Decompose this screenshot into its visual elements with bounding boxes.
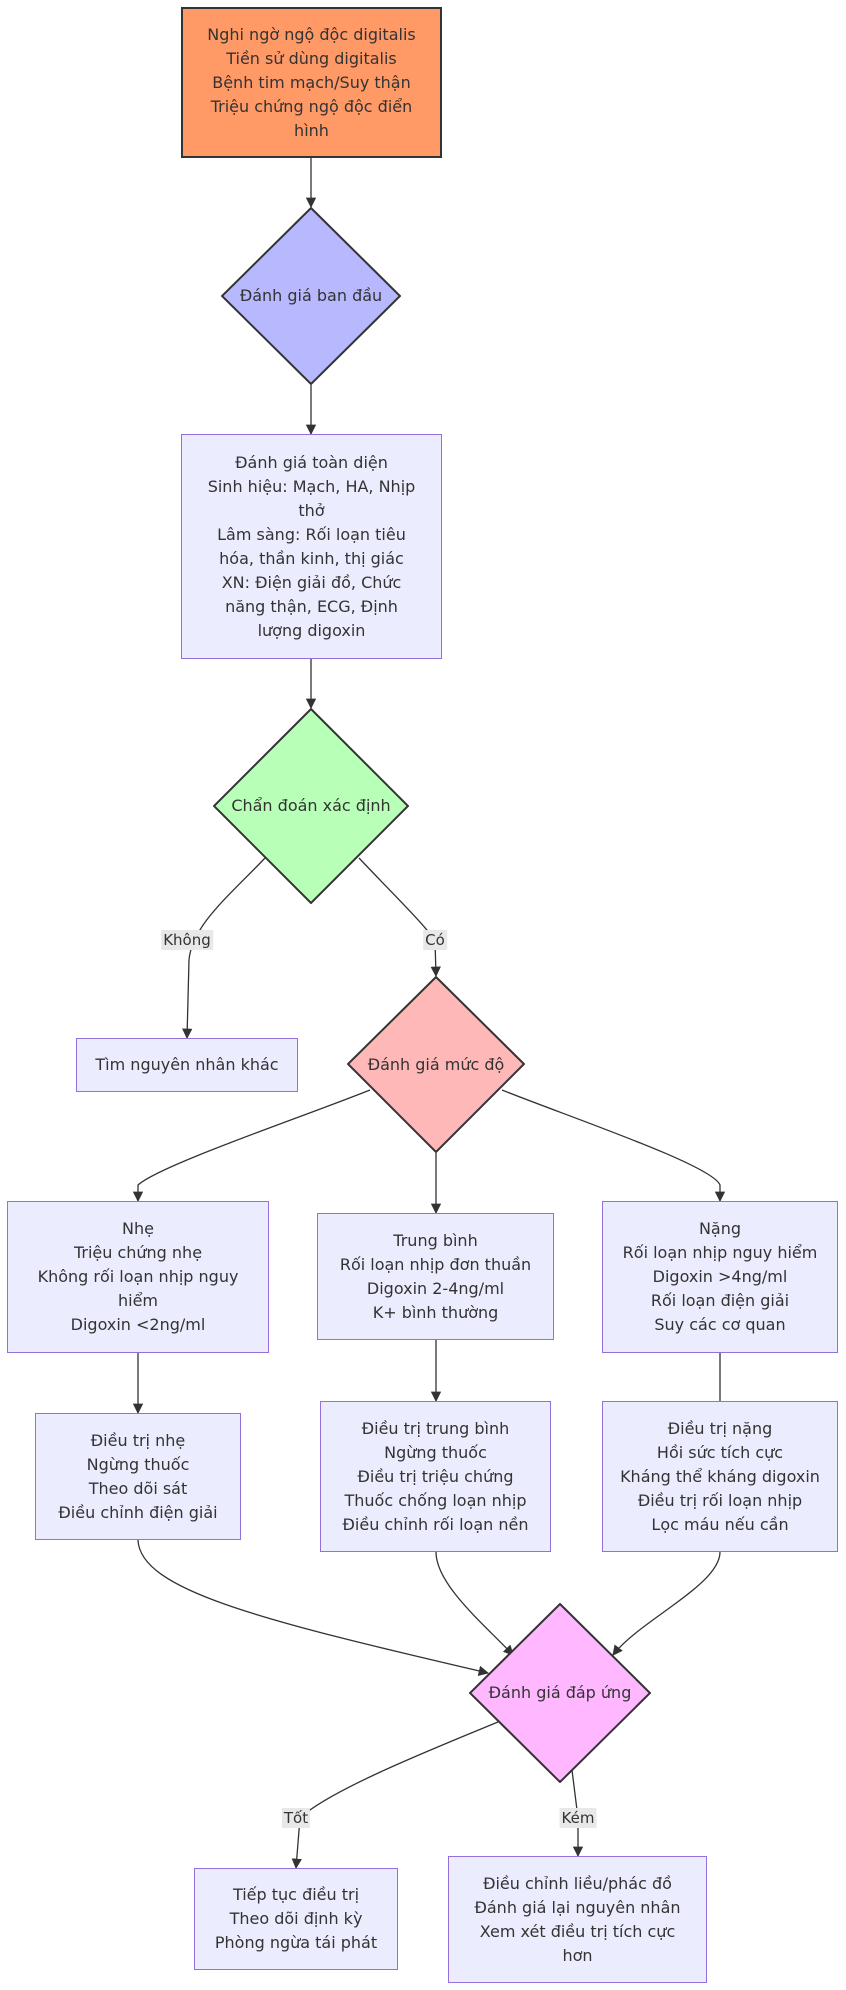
node-text-line: Điều chỉnh điện giải: [58, 1502, 218, 1522]
node-text-line: năng thận, ECG, Định: [225, 596, 398, 616]
edge-label-poor: Kém: [559, 1808, 597, 1828]
node-text-line: Kháng thể kháng digoxin: [620, 1466, 820, 1486]
node-text-line: Điều chỉnh rối loạn nền: [342, 1514, 529, 1534]
edge-response-to-good: [291, 1721, 499, 1870]
node-text-line: Điều chỉnh liều/phác đồ: [483, 1873, 672, 1893]
node-text-line: Digoxin >4ng/ml: [652, 1267, 788, 1286]
node-text-line: Tiền sử dùng digitalis: [226, 48, 397, 68]
diamond-shape: [469, 1603, 651, 1783]
node-text-line: Điều trị nặng: [667, 1418, 773, 1438]
edge-treat-moderate-to-response: [435, 1551, 514, 1656]
node-text-line: Đánh giá mức độ: [367, 1054, 505, 1074]
node-comprehensive-assessment: Đánh giá toàn diện Sinh hiệu: Mạch, HA, …: [181, 434, 442, 659]
node-text-line: Digoxin 2-4ng/ml: [366, 1278, 505, 1298]
node-text-line: Ngừng thuốc: [384, 1442, 487, 1462]
node-text-line: Theo dõi định kỳ: [229, 1909, 363, 1928]
node-text-line: Nặng: [698, 1219, 742, 1238]
node-text-line: Điều trị trung bình: [361, 1418, 510, 1438]
node-text-line: Đánh giá ban đầu: [239, 286, 383, 305]
node-text-line: Đánh giá lại nguyên nhân: [474, 1897, 681, 1917]
node-text-line: Điều trị rối loạn nhịp: [637, 1490, 803, 1510]
edge-treat-severe-to-response: [612, 1551, 721, 1656]
node-text-line: Theo dõi sát: [88, 1478, 188, 1498]
node-text-line: Rối loạn điện giải: [650, 1291, 790, 1310]
node-text-line: Nhẹ: [122, 1219, 154, 1238]
edge-severity-to-severe: [501, 1089, 726, 1203]
node-text-line: Rối loạn nhịp đơn thuần: [339, 1254, 532, 1274]
node-text-line: Thuốc chống loạn nhịp: [344, 1490, 527, 1510]
node-text-line: Đánh giá toàn diện: [235, 452, 388, 472]
node-text-line: thở: [298, 500, 325, 520]
edge-label-no: Không: [161, 930, 213, 950]
node-text-line: Lâm sàng: Rối loạn tiêu: [217, 524, 406, 544]
node-text-line: Tìm nguyên nhân khác: [95, 1055, 279, 1074]
edge-label-good: Tốt: [281, 1808, 311, 1828]
node-text-line: Trung bình: [393, 1230, 478, 1250]
node-text-line: Triệu chứng nhẹ: [73, 1243, 203, 1262]
edge-severity-to-mild: [132, 1089, 371, 1203]
node-text-line: Điều trị nhẹ: [90, 1430, 186, 1450]
node-text-line: hiểm: [117, 1291, 158, 1310]
node-text-line: Sinh hiệu: Mạch, HA, Nhịp: [207, 476, 416, 496]
node-treat-severe: Điều trị nặng Hồi sức tích cực Kháng thể…: [602, 1401, 838, 1552]
node-moderate: Trung bình Rối loạn nhịp đơn thuần Digox…: [317, 1213, 554, 1340]
node-text-line: lượng digoxin: [257, 620, 366, 640]
node-text-line: hơn: [562, 1945, 593, 1965]
node-text-line: Rối loạn nhịp nguy hiểm: [622, 1243, 818, 1262]
node-response-assessment: Đánh giá đáp ứng: [469, 1603, 651, 1783]
node-text-line: hóa, thần kinh, thị giác: [219, 548, 404, 568]
node-text-line: Suy các cơ quan: [654, 1315, 786, 1334]
node-treat-mild: Điều trị nhẹ Ngừng thuốc Theo dõi sát Đi…: [35, 1413, 241, 1540]
node-text-line: XN: Điện giải đồ, Chức: [221, 572, 402, 592]
node-severity-assessment: Đánh giá mức độ: [347, 976, 525, 1153]
node-text-line: Xem xét điều trị tích cực: [479, 1921, 676, 1941]
node-suspected-poisoning: Nghi ngờ ngộ độc digitalis Tiền sử dùng …: [181, 7, 442, 158]
node-text-line: Không rối loạn nhịp nguy: [37, 1267, 239, 1286]
node-severe: Nặng Rối loạn nhịp nguy hiểm Digoxin >4n…: [602, 1201, 838, 1353]
node-text-line: Triệu chứng ngộ độc điển: [210, 96, 413, 116]
node-text-line: Digoxin <2ng/ml: [70, 1315, 206, 1334]
edge-treat-mild-to-response: [137, 1539, 490, 1676]
node-text-line: K+ bình thường: [372, 1302, 499, 1322]
node-text-line: Phòng ngừa tái phát: [214, 1933, 378, 1952]
node-text-line: hình: [294, 120, 329, 140]
diamond-shape: [213, 708, 409, 904]
node-text-line: Ngừng thuốc: [86, 1454, 190, 1474]
diamond-shape: [221, 207, 401, 385]
node-find-other-cause: Tìm nguyên nhân khác: [76, 1038, 298, 1092]
node-initial-assessment: Đánh giá ban đầu: [221, 207, 401, 385]
node-good-response: Tiếp tục điều trị Theo dõi định kỳ Phòng…: [194, 1868, 398, 1970]
node-text-line: Đánh giá đáp ứng: [488, 1683, 632, 1702]
edge-label-yes: Có: [423, 930, 447, 950]
node-text-line: Chẩn đoán xác định: [231, 796, 391, 815]
node-poor-response: Điều chỉnh liều/phác đồ Đánh giá lại ngu…: [448, 1856, 707, 1983]
node-text-line: Hồi sức tích cực: [656, 1442, 784, 1462]
node-text-line: Điều trị triệu chứng: [357, 1466, 514, 1486]
node-text-line: Nghi ngờ ngộ độc digitalis: [207, 24, 416, 44]
node-treat-moderate: Điều trị trung bình Ngừng thuốc Điều trị…: [320, 1401, 551, 1552]
node-mild: Nhẹ Triệu chứng nhẹ Không rối loạn nhịp …: [7, 1201, 269, 1353]
node-text-line: Tiếp tục điều trị: [232, 1885, 360, 1904]
node-text-line: Lọc máu nếu cần: [651, 1514, 789, 1534]
node-definitive-diagnosis: Chẩn đoán xác định: [213, 708, 409, 904]
diamond-shape: [347, 976, 525, 1153]
node-text-line: Bệnh tim mạch/Suy thận: [212, 72, 411, 92]
edge-diagnosis-to-other: [182, 857, 266, 1040]
